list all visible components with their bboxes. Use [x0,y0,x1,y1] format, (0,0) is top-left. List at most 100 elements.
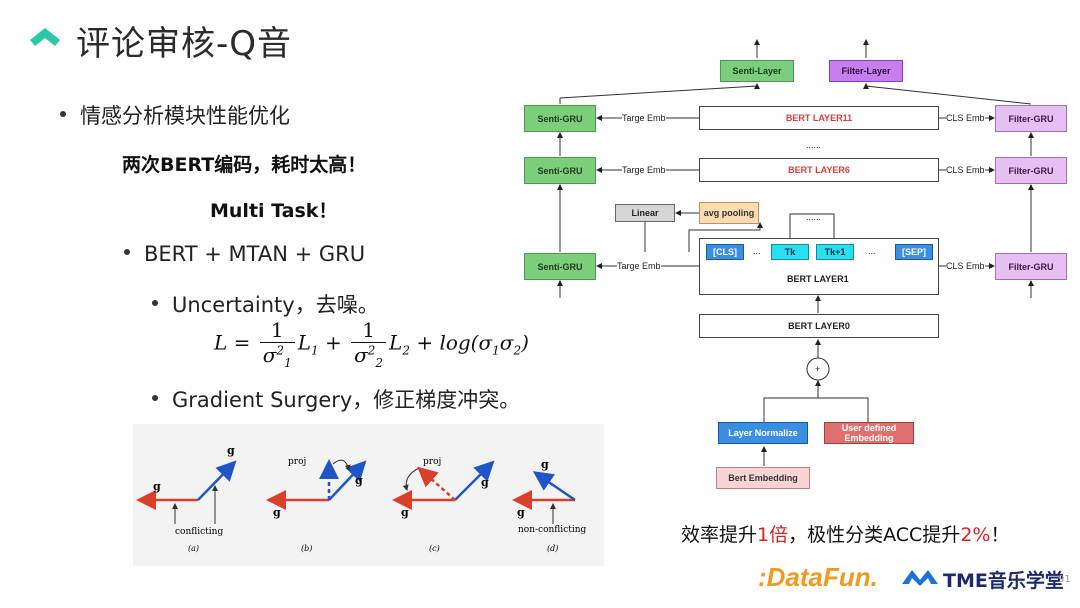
efficiency-p2: ，极性分类ACC提升 [788,524,961,546]
plus-sign: + [815,364,821,374]
proj-label-c: proj [423,457,441,467]
layer-normalize-box: Layer Normalize [718,422,808,444]
cls-emb-label-mid: CLS Emb [946,165,985,175]
bullet-3: Uncertainty，去噪。 [152,289,379,319]
page-number: 91 [1058,574,1071,585]
bullet-dot [152,395,158,401]
gi-arrow-a [197,460,237,501]
token-ellipsis-1: ... [753,246,761,256]
filter-gru-box-top: Filter-GRU [995,105,1067,132]
panel-d: g g non-conflicting (d) [512,458,587,553]
gradient-surgery-svg: g g conflicting (a) proj g g (b) proj g … [136,444,587,553]
dots-mid: ...... [806,140,822,150]
gradient-surgery-figure: g g conflicting (a) proj g g (b) proj g … [133,424,604,566]
senti-layer-box: Senti-Layer [720,60,794,82]
formula-plus: + [324,330,342,355]
tme-logo-icon [902,570,938,586]
datafun-logo: :DataFun. [758,562,878,592]
gi-arrow-c [454,460,495,501]
dots-pooling: ...... [806,212,822,222]
bert-layer11-box: BERT LAYER11 [699,106,939,130]
diamond-icon [30,28,60,46]
page-title: 评论审核-Q音 [76,24,293,64]
token-cls: [CLS] [706,244,744,260]
gi-arrow-d [532,471,576,502]
targe-emb-label-mid: Targe Emb [622,165,666,175]
label-a: (a) [188,544,199,553]
bullet-4-text: Gradient Surgery，修正梯度冲突。 [172,388,521,412]
bullet-dot [60,111,66,117]
efficiency-note: 效率提升1倍，极性分类ACC提升2%！ [681,520,1009,547]
gj-label-c: g [401,506,409,519]
fraction-1-den: σ [262,343,277,367]
gi-label-a: g [227,444,235,457]
bold-line-2: Multi Task！ [210,200,338,222]
panel-a: g g conflicting (a) [136,444,237,553]
panel-b: proj g g (b) [266,457,367,553]
bullet-3-text: Uncertainty，去噪。 [172,293,379,317]
label-c: (c) [429,544,440,553]
token-tk1: Tk+1 [816,244,854,260]
bullet-1: 情感分析模块性能优化 [60,100,290,130]
formula-close: ) [521,330,529,355]
formula-lhs: L = [214,330,251,355]
cls-emb-label-top: CLS Emb [946,113,985,123]
plus-circle [806,357,830,381]
label-d: (d) [547,544,558,553]
curve-arrow-c [402,467,420,491]
targe-emb-label-bottom: Targe Emb [617,261,661,271]
bullet-dot [152,300,158,306]
user-embedding-box: User defined Embedding [824,422,914,444]
bullet-4: Gradient Surgery，修正梯度冲突。 [152,384,520,414]
bert-layer6-box: BERT LAYER6 [699,158,939,182]
gi-label-b: g [355,474,363,487]
bullet-1-text: 情感分析模块性能优化 [80,104,290,128]
formula-term1: L [297,330,311,355]
efficiency-p1: 效率提升 [681,524,758,546]
token-sep: [SEP] [895,244,933,260]
efficiency-v1: 1倍 [757,524,789,546]
filter-layer-box: Filter-Layer [829,60,903,82]
linear-box: Linear [615,204,675,222]
fraction-2-num: 1 [351,318,387,343]
gi-label-d: g [541,458,549,471]
formula-rest: + log(σ [416,330,493,355]
gi-label-c: g [481,476,489,489]
senti-gru-box-mid: Senti-GRU [524,157,596,184]
gi-arrow-b [328,460,367,501]
formula-sigma2: σ [499,330,514,355]
bullet-2: BERT + MTAN + GRU [124,242,365,266]
targe-emb-label-top: Targe Emb [622,113,666,123]
formula-term2: L [389,330,403,355]
fraction-2-den: σ [354,343,368,367]
token-ellipsis-2: ... [868,246,876,256]
bert-layer1-label: BERT LAYER1 [787,274,849,284]
bold-line-1: 两次BERT编码，耗时太高！ [122,154,367,176]
proj-label-b: proj [288,457,306,467]
bullet-2-text: BERT + MTAN + GRU [144,242,366,266]
panel-c: proj g g (c) [392,457,495,553]
bert-layer0-box: BERT LAYER0 [699,314,939,338]
bullet-dot [124,249,130,255]
nonconflicting-label: non-conflicting [518,525,587,535]
filter-gru-box-bottom: Filter-GRU [995,253,1067,280]
avg-pooling-box: avg pooling [699,202,759,224]
cls-emb-label-bottom: CLS Emb [946,261,985,271]
filter-gru-box-mid: Filter-GRU [995,157,1067,184]
senti-gru-box-top: Senti-GRU [524,105,596,132]
tme-logo-text: TME音乐学堂 [943,570,1064,592]
gj-label-a: g [153,480,161,493]
label-b: (b) [301,544,312,553]
senti-gru-box-bottom: Senti-GRU [524,253,596,280]
efficiency-p3: ！ [990,524,1010,546]
gj-label-b: g [273,506,281,519]
curve-arrow-b [332,459,351,471]
gj-label-d: g [517,506,525,519]
fraction-1-num: 1 [259,318,295,343]
bert-embedding-box: Bert Embedding [716,467,810,489]
conflicting-label: conflicting [175,527,223,537]
token-tk: Tk [771,244,809,260]
